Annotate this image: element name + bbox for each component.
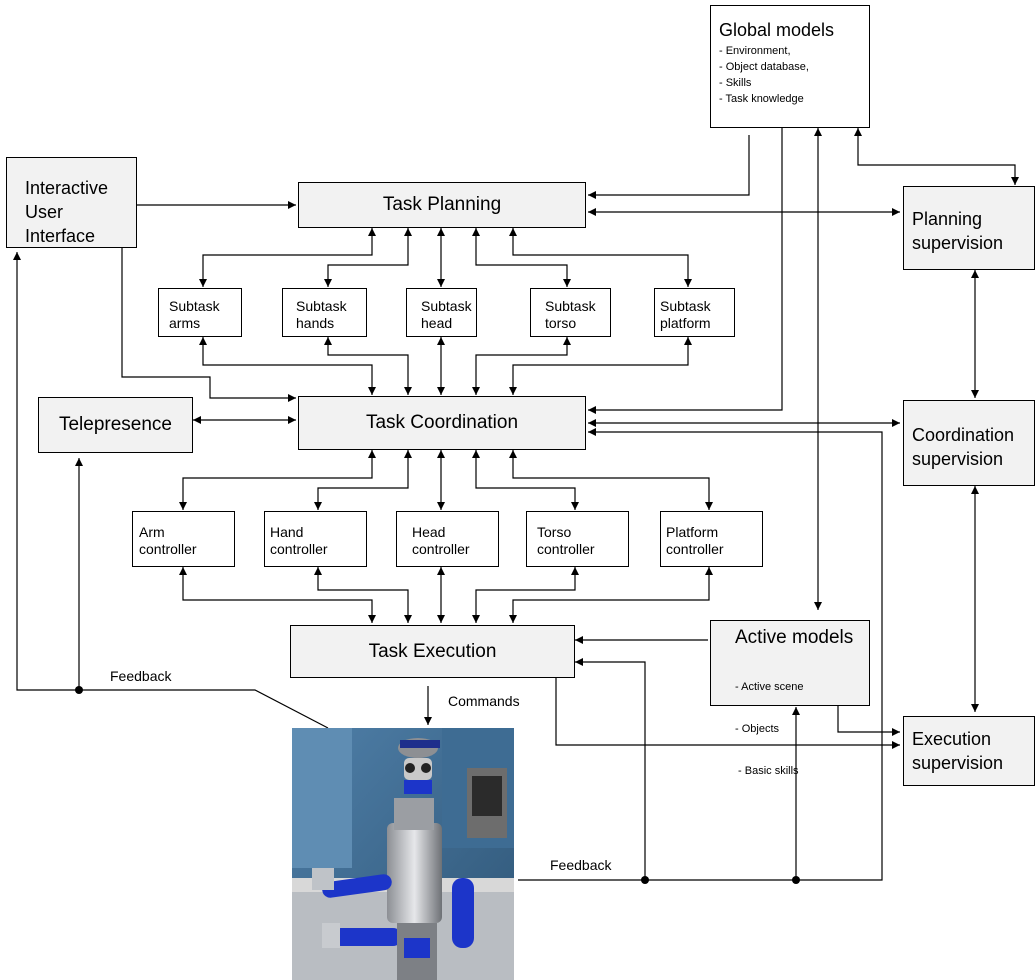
coordination-supervision-line: Coordination [912, 425, 1015, 445]
execution-supervision-box: Execution supervision [903, 716, 1035, 786]
subtask-name: platform [660, 315, 711, 331]
planning-subtask-hands [324, 228, 412, 287]
subtask-label: Subtask [545, 298, 596, 314]
task-coordination-box: Task Coordination [298, 396, 586, 450]
controller-name: controller [537, 541, 595, 557]
feedback-to-execution-arrow [575, 658, 646, 880]
subtask-name: arms [169, 315, 201, 331]
active-to-supervision-arrow [837, 706, 900, 736]
torso-controller-execution [472, 567, 579, 623]
subtask-platform-box: Subtask platform [654, 288, 735, 337]
feedback-label-left: Feedback [110, 668, 172, 684]
coordination-platform-controller [509, 450, 713, 510]
global-models-title: Global models [719, 20, 835, 40]
active-models-item: - Objects [735, 723, 780, 735]
planning-subtask-torso [472, 228, 571, 287]
active-models-item: - Basic skills [735, 765, 799, 777]
controller-name: controller [139, 541, 197, 557]
subtask-head-box: Subtask head [406, 288, 477, 337]
controller-name: controller [270, 541, 328, 557]
interactive-user-interface-box: Interactive User Interface [6, 157, 137, 248]
platform-controller-execution [509, 567, 713, 623]
telepresence-box: Telepresence [38, 397, 193, 453]
planning-subtask-arms [199, 228, 376, 287]
task-execution-box: Task Execution [290, 625, 575, 678]
controller-label: Platform [666, 524, 719, 540]
global-to-planning-arrow [588, 135, 750, 199]
feedback-junction-left [75, 686, 83, 694]
subtask-arms-box: Subtask arms [158, 288, 242, 337]
planning-subtask-platform [509, 228, 692, 287]
task-coordination-label: Task Coordination [365, 412, 519, 433]
planning-supervision-line: supervision [912, 233, 1004, 253]
hand-controller-box: Hand controller [264, 511, 367, 567]
global-models-item: - Task knowledge [719, 93, 804, 105]
platform-controller-box: Platform controller [660, 511, 763, 567]
planning-supervision-line: Planning [912, 209, 983, 229]
feedback-to-coordination-arrow [518, 428, 883, 881]
hand-controller-execution [314, 567, 412, 623]
controller-name: controller [666, 541, 724, 557]
coordination-supervision-line: supervision [912, 449, 1004, 469]
subtask-label: Subtask [296, 298, 347, 314]
active-models-box: Active models - Active scene - Objects -… [710, 620, 870, 777]
active-models-item: - Active scene [735, 681, 804, 693]
commands-label: Commands [448, 693, 520, 709]
subtask-label: Subtask [421, 298, 472, 314]
coordination-torso-controller [472, 450, 579, 510]
controller-label: Torso [537, 524, 572, 540]
feedback-label-bottom: Feedback [550, 857, 612, 873]
controller-label: Hand [270, 524, 304, 540]
global-models-item: - Object database, [719, 61, 809, 73]
ui-line: User [25, 202, 64, 222]
task-execution-label: Task Execution [368, 640, 497, 662]
arm-controller-box: Arm controller [132, 511, 235, 567]
execution-supervision-line: Execution [912, 729, 992, 749]
ui-line: Interface [25, 226, 96, 246]
global-models-item: - Environment, [719, 45, 791, 57]
coordination-arm-controller [179, 450, 376, 510]
feedback-junction-right [792, 876, 800, 884]
execution-supervision-line: supervision [912, 753, 1004, 773]
subtask-torso-box: Subtask torso [530, 288, 611, 337]
task-planning-box: Task Planning [298, 182, 586, 228]
subtask-torso-coordination [472, 337, 571, 395]
coordination-hand-controller [314, 450, 412, 510]
head-controller-box: Head controller [396, 511, 499, 567]
task-planning-label: Task Planning [382, 194, 502, 215]
global-models-item: - Skills [719, 77, 752, 89]
feedback-to-ui-arrow [13, 252, 329, 729]
coordination-supervision-box: Coordination supervision [903, 400, 1035, 486]
global-models-list: - Environment, - Object database, - Skil… [719, 43, 863, 107]
arm-controller-execution [179, 567, 376, 623]
execution-to-supervision-arrow [555, 678, 900, 749]
subtask-label: Subtask [169, 298, 220, 314]
telepresence-label: Telepresence [58, 414, 173, 435]
planning-supervision-box: Planning supervision [903, 186, 1035, 270]
subtask-platform-coordination [509, 337, 692, 395]
torso-controller-box: Torso controller [526, 511, 629, 567]
subtask-name: hands [296, 315, 335, 331]
global-models-box: Global models - Environment, - Object da… [710, 5, 870, 128]
subtask-arms-coordination [199, 337, 376, 395]
subtask-name: torso [545, 315, 577, 331]
subtask-hands-coordination [324, 337, 412, 395]
global-planning-supervision-arrow [854, 128, 1019, 185]
controller-name: controller [412, 541, 470, 557]
ui-line: Interactive [25, 178, 109, 198]
active-models-title: Active models [735, 627, 854, 648]
subtask-hands-box: Subtask hands [282, 288, 367, 337]
feedback-junction-mid [641, 876, 649, 884]
subtask-label: Subtask [660, 298, 711, 314]
ui-to-coordination-arrow [121, 248, 296, 402]
controller-label: Arm [139, 524, 165, 540]
subtask-name: head [421, 315, 453, 331]
global-to-coordination-arrow [588, 128, 783, 414]
active-models-list: - Active scene - Objects - Basic skills [735, 652, 869, 806]
controller-label: Head [412, 524, 446, 540]
robot-photo [292, 728, 514, 980]
